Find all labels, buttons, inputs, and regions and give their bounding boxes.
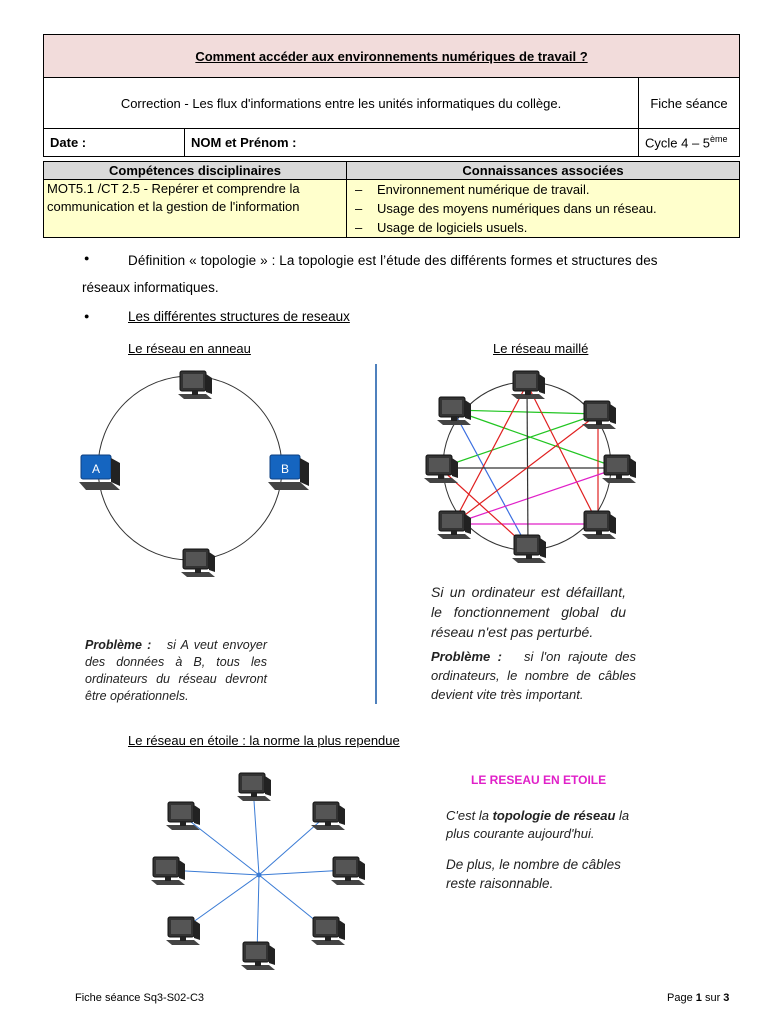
connaissances-heading: Connaissances associées [346, 161, 740, 180]
maille-title: Le réseau maillé [493, 341, 589, 356]
computer-icon [150, 856, 186, 886]
definition-line2: réseaux informatiques. [82, 280, 219, 295]
star-computers [150, 772, 366, 971]
list-item: –Usage de logiciels usuels. [355, 220, 528, 235]
competences-heading: Compétences disciplinaires [43, 161, 347, 180]
computer-b [268, 454, 309, 490]
date-field: Date : [43, 128, 185, 157]
computer-icon [436, 510, 472, 540]
anneau-title: Le réseau en anneau [128, 341, 251, 356]
etoile-text2: De plus, le nombre de câbles reste raiso… [446, 857, 621, 891]
footer-left: Fiche séance Sq3-S02-C3 [75, 992, 205, 1004]
anneau-probleme: Problème : si A veut envoyer des données… [85, 638, 268, 703]
maille-note: Si un ordinateur est défaillant, le fonc… [431, 584, 626, 640]
computer-icon [310, 916, 346, 946]
computer-icon [581, 510, 617, 540]
bullet-icon: ● [84, 253, 90, 263]
computer-a [79, 454, 120, 490]
etoile-title: Le réseau en étoile : la norme la plus r… [128, 733, 400, 748]
definition-line1: Définition « topologie » : La topologie … [128, 253, 658, 268]
computer-icon [510, 370, 546, 400]
ring-computers [177, 370, 216, 578]
computer-icon [601, 454, 637, 484]
maille-probleme: Problème : si l'on rajoute des ordinateu… [431, 649, 637, 702]
bullet-icon: ● [84, 311, 90, 321]
cycle-label: Cycle 4 – 5ème [638, 128, 740, 157]
computer-icon [177, 370, 213, 400]
mesh-computers [423, 370, 637, 564]
subtitle: Correction - Les flux d'informations ent… [43, 77, 639, 129]
ring-cable [97, 375, 283, 561]
page-title: Comment accéder aux environnements numér… [43, 34, 740, 78]
computer-icon [511, 534, 547, 564]
etoile-box-title: LE RESEAU EN ETOILE [471, 773, 607, 787]
structures-heading: Les différentes structures de reseaux [128, 309, 350, 324]
computer-icon [180, 548, 216, 578]
page-number: Page 1 sur 3 [667, 992, 730, 1004]
list-item: –Environnement numérique de travail. [355, 182, 590, 197]
computer-icon [310, 801, 346, 831]
computer-icon [165, 916, 201, 946]
computer-icon [240, 941, 276, 971]
computer-icon [236, 772, 272, 802]
header-table: Comment accéder aux environnements numér… [43, 34, 740, 157]
etoile-text1: C'est la topologie de réseau la plus cou… [446, 808, 630, 841]
list-item: –Usage des moyens numériques dans un rés… [355, 201, 657, 216]
label-a: A [92, 462, 100, 476]
computer-icon [581, 400, 617, 430]
fiche-label: Fiche séance [638, 77, 740, 129]
competences-table: Compétences disciplinaires Connaissances… [43, 161, 740, 238]
computer-icon [436, 396, 472, 426]
divider-line [375, 364, 377, 704]
connaissances-list: –Environnement numérique de travail. –Us… [355, 180, 733, 237]
maille-links [439, 383, 619, 549]
computer-icon [423, 454, 459, 484]
nom-field: NOM et Prénom : [184, 128, 639, 157]
competences-text: MOT5.1 /CT 2.5 - Repérer et comprendre l… [43, 179, 347, 238]
computer-icon [330, 856, 366, 886]
computer-icon [165, 801, 201, 831]
label-b: B [281, 462, 289, 476]
